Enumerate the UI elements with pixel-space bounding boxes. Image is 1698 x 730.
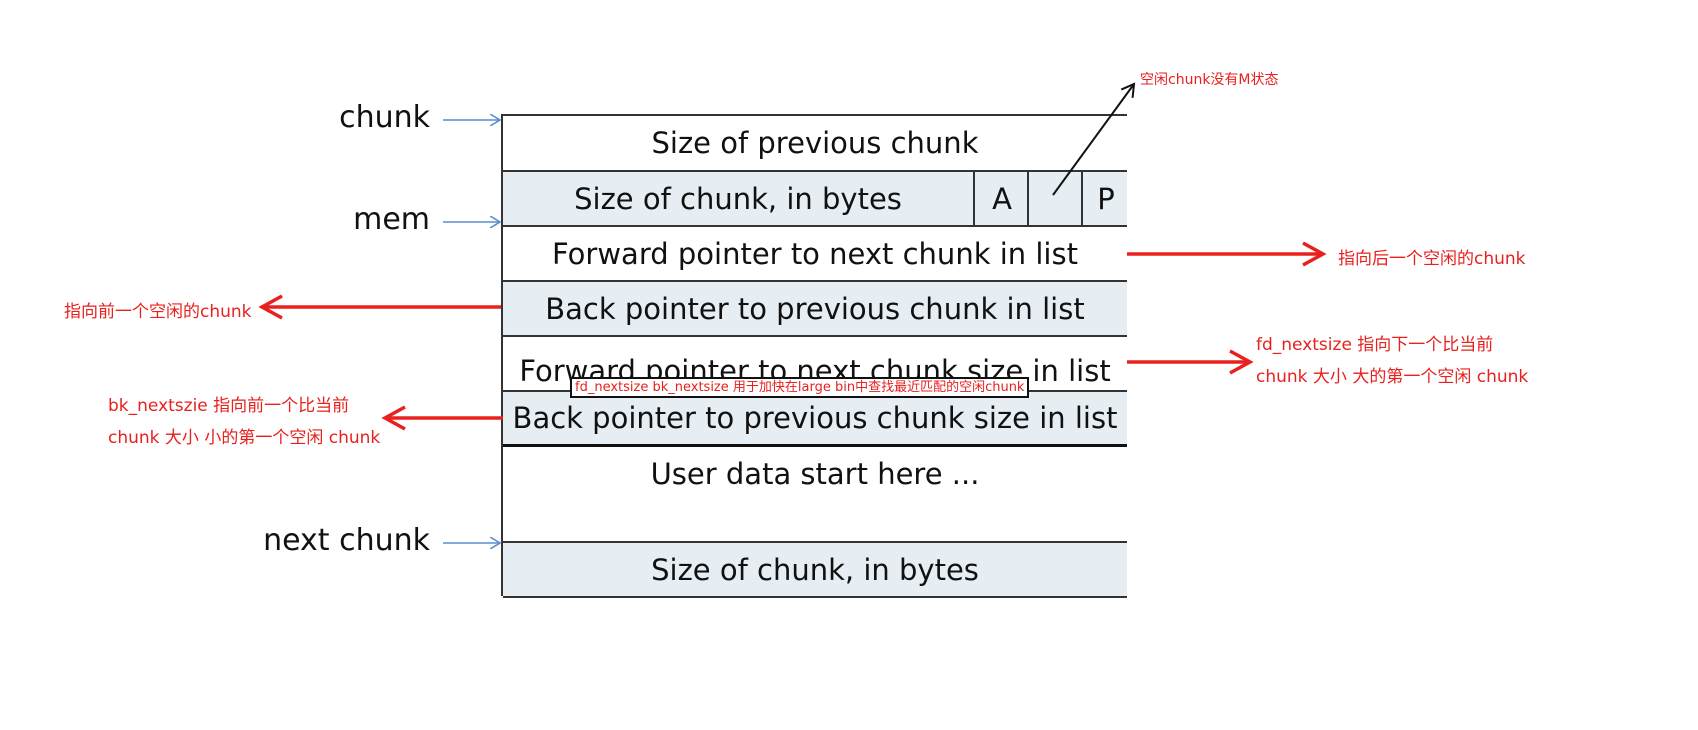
bk-nextsize-note-line1: bk_nextszie 指向前一个比当前 — [108, 396, 350, 416]
chunk-pointer-label: chunk — [339, 100, 430, 135]
flag-p-label: P — [1097, 181, 1115, 216]
row-size-label: Size of chunk, in bytes — [574, 181, 902, 216]
row-bk: Back pointer to previous chunk in list — [503, 282, 1127, 337]
fd-nextsize-note-line2: chunk 大小 大的第一个空闲 chunk — [1256, 367, 1529, 387]
row-bk-label: Back pointer to previous chunk in list — [545, 291, 1085, 326]
row-user-data: User data start here ... — [503, 447, 1127, 543]
row-fd: Forward pointer to next chunk in list — [503, 227, 1127, 282]
next-chunk-pointer-label: next chunk — [263, 523, 430, 558]
row-bk-nextsize: Back pointer to previous chunk size in l… — [503, 392, 1127, 447]
mem-pointer-label: mem — [353, 202, 430, 237]
flag-p: P — [1081, 172, 1129, 225]
row-next-size-label: Size of chunk, in bytes — [651, 552, 979, 587]
row-prev-size: Size of previous chunk — [503, 116, 1127, 172]
row-fd-label: Forward pointer to next chunk in list — [552, 236, 1078, 271]
row-bk-nextsize-label: Back pointer to previous chunk size in l… — [512, 401, 1118, 435]
bk-nextsize-note-line2: chunk 大小 小的第一个空闲 chunk — [108, 428, 381, 448]
fd-nextsize-note-line1: fd_nextsize 指向下一个比当前 — [1256, 335, 1494, 355]
flag-m — [1027, 172, 1083, 225]
row-next-size: Size of chunk, in bytes — [503, 543, 1127, 598]
no-m-state-note: 空闲chunk没有M状态 — [1140, 72, 1279, 88]
m-flag-arrow-icon — [1052, 82, 1136, 196]
chunk-structure: Size of previous chunk Size of chunk, in… — [501, 114, 1127, 598]
bk-nextsize-note: bk_nextszie 指向前一个比当前 chunk 大小 小的第一个空闲 ch… — [108, 392, 380, 453]
flag-a: A — [973, 172, 1029, 225]
nextsize-overlay-note: fd_nextsize bk_nextsize 用于加快在large bin中查… — [570, 377, 1030, 398]
flag-a-label: A — [992, 181, 1012, 216]
row-size: Size of chunk, in bytes A P — [503, 172, 1127, 227]
bk-note: 指向前一个空闲的chunk — [64, 302, 252, 322]
row-prev-size-label: Size of previous chunk — [651, 126, 979, 160]
row-user-data-label: User data start here ... — [650, 457, 980, 491]
fd-note: 指向后一个空闲的chunk — [1338, 249, 1526, 269]
fd-nextsize-note: fd_nextsize 指向下一个比当前 chunk 大小 大的第一个空闲 ch… — [1256, 331, 1528, 392]
